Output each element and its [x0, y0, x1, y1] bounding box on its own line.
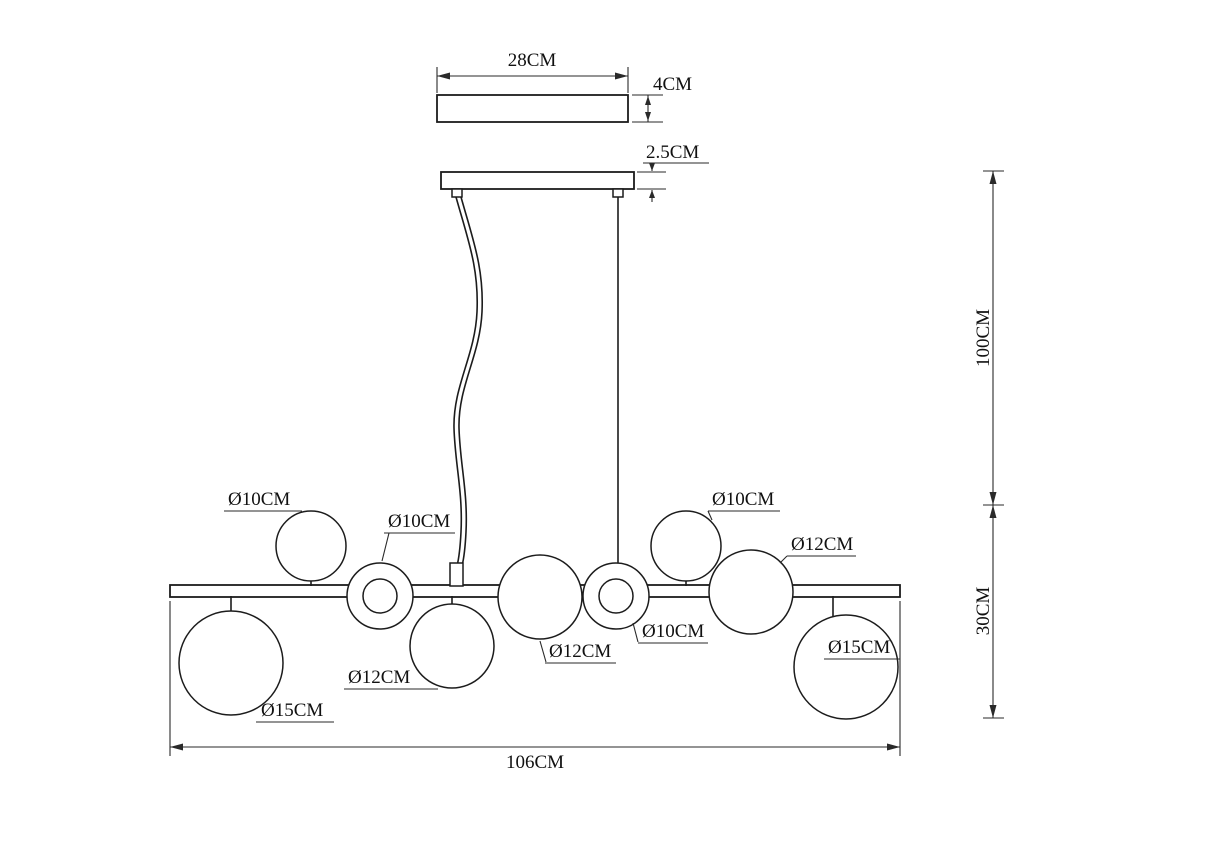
- globe-below-left-sphere: [409, 603, 495, 689]
- suspension-cables: [453, 196, 619, 585]
- dim-canopy-width-label: 28CM: [508, 50, 557, 71]
- globe-right-sphere: [708, 549, 794, 635]
- dim-canopy-depth: 4CM: [632, 74, 692, 123]
- globe-top-left-sphere: [275, 510, 347, 582]
- cable-nub-right: [612, 188, 624, 198]
- ceiling-plate: [440, 171, 635, 198]
- globe-label-bottom-left: Ø15CM: [261, 700, 323, 721]
- globe-top-right-sphere: [650, 510, 722, 582]
- globe-label-center: Ø12CM: [549, 641, 611, 662]
- globe-label-right: Ø12CM: [791, 534, 853, 555]
- globe-bottom-left-sphere: [178, 610, 284, 716]
- globe-mid-right-socket: [598, 578, 634, 614]
- dim-canopy-depth-label: 4CM: [653, 74, 692, 95]
- ceiling-plate-rect: [440, 171, 635, 190]
- dim-canopy-width: 28CM: [436, 50, 629, 93]
- cable-connector: [449, 562, 464, 587]
- dim-fixture-height-label: 30CM: [973, 587, 994, 636]
- dim-suspension-height-label: 100CM: [973, 309, 994, 367]
- dim-bar-length: 106CM: [169, 601, 901, 773]
- globe-label-below-left: Ø12CM: [348, 667, 410, 688]
- cable-left-strand-b: [458, 196, 484, 567]
- canopy-top-view: [436, 94, 629, 123]
- dim-plate-thickness: 2.5CM: [637, 142, 709, 202]
- cable-left-strand-a: [453, 196, 479, 567]
- globe-label-mid-right: Ø10CM: [642, 621, 704, 642]
- globe-label-mid-left: Ø10CM: [388, 511, 450, 532]
- globe-label-top-left: Ø10CM: [228, 489, 290, 510]
- globe-labels: Ø10CM Ø10CM Ø10CM Ø12CM Ø15CM Ø12CM Ø12C…: [224, 489, 900, 723]
- dim-plate-thickness-label: 2.5CM: [646, 142, 699, 163]
- dim-bar-length-label: 106CM: [506, 752, 564, 773]
- dim-fixture-height: 30CM: [973, 505, 1004, 719]
- cable-nub-left: [451, 188, 463, 198]
- dim-suspension-height: 100CM: [973, 170, 1004, 506]
- globe-mid-left-socket: [362, 578, 398, 614]
- globes: [178, 510, 899, 720]
- globe-label-top-right: Ø10CM: [712, 489, 774, 510]
- canopy-rect: [436, 94, 629, 123]
- globe-bottom-right-sphere: [793, 614, 899, 720]
- globe-label-bottom-right: Ø15CM: [828, 637, 890, 658]
- globe-center-sphere: [497, 554, 583, 640]
